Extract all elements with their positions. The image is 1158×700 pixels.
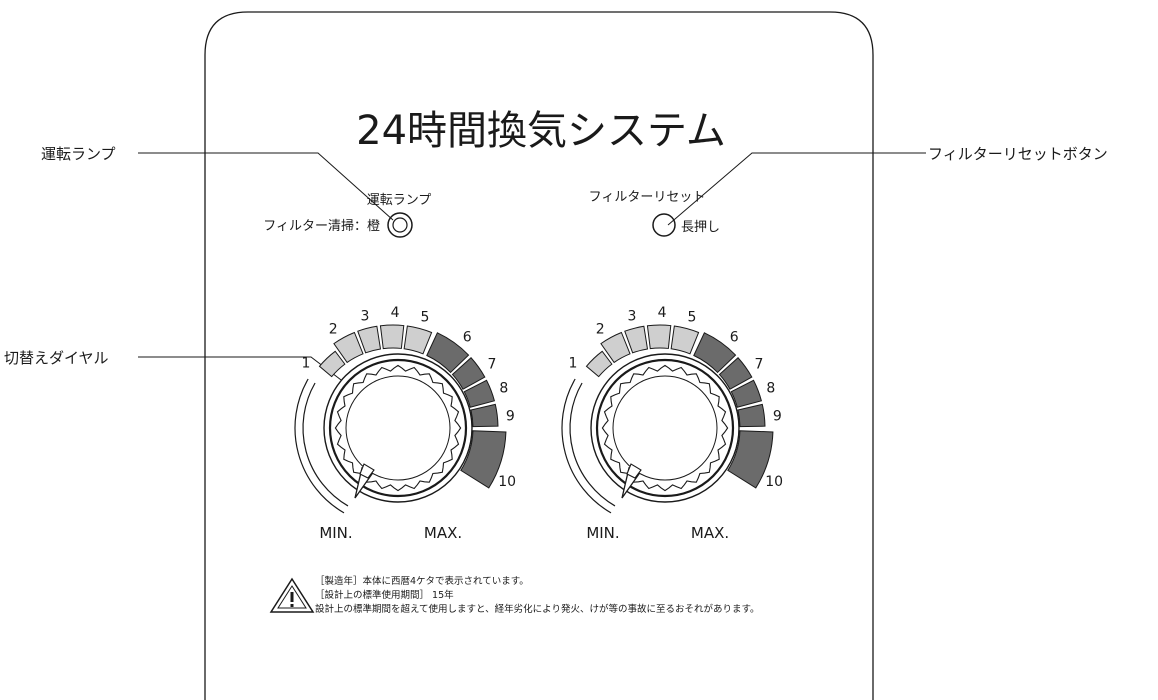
dial-segment-3	[357, 325, 382, 354]
dial-segment-6	[693, 332, 737, 374]
dial-segment-8	[463, 379, 496, 408]
dial-segment-9	[737, 403, 766, 428]
dial-label-5: 5	[421, 309, 430, 325]
dial-min-label: MIN.	[319, 524, 352, 542]
dial-label-4: 4	[391, 305, 400, 321]
dial-segment-6	[426, 332, 470, 374]
dial-segment-2	[333, 331, 364, 364]
lamp-label-top: 運転ランプ	[367, 193, 432, 208]
dial-segment-7	[718, 357, 753, 390]
dial-label-7: 7	[488, 357, 497, 373]
dial-label-7: 7	[755, 357, 764, 373]
dial-min-arc-inner	[302, 382, 349, 507]
dial-label-1: 1	[301, 355, 310, 371]
dial-label-6: 6	[463, 329, 472, 345]
dial-label-5: 5	[688, 309, 697, 325]
dial-segment-2	[600, 331, 631, 364]
dial-segment-3	[624, 325, 649, 354]
callout-run-lamp: 運転ランプ	[41, 145, 116, 163]
dial-label-2: 2	[596, 322, 605, 338]
dial-segment-9	[470, 403, 499, 428]
dial-label-2: 2	[329, 322, 338, 338]
dial-pointer	[621, 463, 642, 499]
dial-segment-10	[460, 430, 507, 489]
warning-line-1: ［製造年］本体に西暦4ケタで表示されています。	[315, 575, 529, 587]
dial-label-9: 9	[773, 409, 782, 425]
dial-label-3: 3	[627, 308, 636, 324]
dial-segment-4	[379, 324, 405, 350]
dial-min-arc	[561, 378, 612, 514]
dial-label-10: 10	[765, 474, 783, 490]
dial-label-9: 9	[506, 409, 515, 425]
lamp-label-side: フィルター清掃：橙	[263, 218, 380, 234]
panel-title: 24時間換気システム	[356, 108, 726, 154]
dial-knob-face	[612, 375, 718, 481]
reset-label-top: フィルターリセット	[589, 190, 706, 205]
dial-label-8: 8	[499, 381, 508, 397]
dial-segment-8	[730, 379, 763, 408]
dial-segment-1	[318, 350, 346, 378]
callout-line-run-lamp	[138, 152, 394, 221]
callout-line-filter-reset	[667, 152, 926, 226]
dial-max-label: MAX.	[691, 524, 729, 542]
callout-selector-dial: 切替えダイヤル	[4, 349, 109, 367]
warning-triangle-icon	[269, 577, 315, 613]
dial-segment-5	[670, 325, 700, 355]
dial-min-label: MIN.	[586, 524, 619, 542]
dial-pointer	[354, 463, 375, 499]
warning-line-2: ［設計上の標準使用期間］ 15年	[315, 589, 454, 601]
warning-line-3: 設計上の標準期間を超えて使用しますと、経年劣化により発火、けが等の事故に至るおそ…	[315, 603, 760, 615]
panel-outline	[204, 11, 874, 700]
dial-label-4: 4	[658, 305, 667, 321]
dial-label-1: 1	[568, 355, 577, 371]
dial-min-arc	[294, 378, 345, 514]
dial-segment-10	[727, 430, 774, 489]
dial-knob-face	[345, 375, 451, 481]
dial-label-8: 8	[766, 381, 775, 397]
reset-label-side: 長押し	[681, 220, 720, 235]
dial-min-arc-inner	[569, 382, 616, 507]
dial-segment-1	[585, 350, 613, 378]
dial-label-3: 3	[360, 308, 369, 324]
dial-label-10: 10	[498, 474, 516, 490]
dial-max-label: MAX.	[424, 524, 462, 542]
dial-label-6: 6	[730, 329, 739, 345]
dial-segment-5	[403, 325, 433, 355]
dial-segment-4	[646, 324, 672, 350]
run-lamp-indicator	[387, 212, 413, 238]
dial-segment-7	[451, 357, 486, 390]
filter-reset-button[interactable]	[652, 213, 676, 237]
callout-filter-reset-button: フィルターリセットボタン	[928, 145, 1108, 163]
